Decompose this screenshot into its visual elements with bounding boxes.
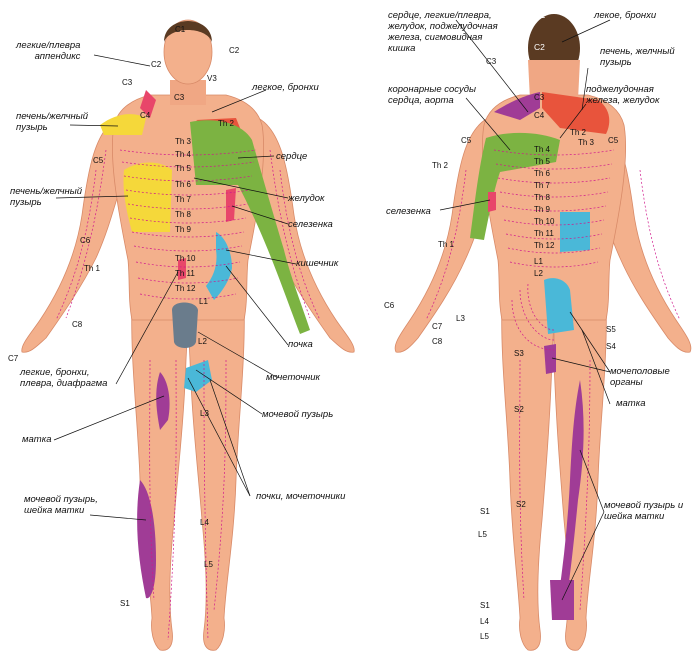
seg-back-l1: L1 <box>534 257 543 266</box>
label-uterus: матка <box>22 434 52 445</box>
label-left-lung-bronchi: лекое, бронхи <box>594 10 657 21</box>
seg-back-c7: C7 <box>432 322 443 331</box>
label-spleen-back: селезенка <box>386 206 431 217</box>
seg-back-s2-lower: S2 <box>516 500 526 509</box>
seg-back-l5-upper: L5 <box>478 530 487 539</box>
seg-back-s1-lower: S1 <box>480 601 490 610</box>
seg-back-l3: L3 <box>456 314 465 323</box>
seg-front-th2-right: Th 2 <box>218 119 235 128</box>
seg-back-c5-right: C5 <box>608 136 619 145</box>
seg-back-th1: Th 1 <box>438 240 455 249</box>
seg-back-s3: S3 <box>514 349 524 358</box>
label-lungs-diaphragm: легкие, бронхи,плевра, диафрагма <box>20 367 108 389</box>
seg-front-l1: L1 <box>199 297 208 306</box>
seg-back-th10: Th 10 <box>534 217 555 226</box>
seg-back-s2-upper: S2 <box>514 405 524 414</box>
seg-back-c6: C6 <box>384 301 395 310</box>
seg-front-th7: Th 7 <box>175 195 192 204</box>
seg-front-th1: Th 1 <box>84 264 101 273</box>
seg-front-th6: Th 6 <box>175 180 192 189</box>
seg-back-s4: S4 <box>606 342 616 351</box>
label-heart: сердце <box>276 151 308 162</box>
seg-back-s5: S5 <box>606 325 616 334</box>
seg-front-c8: C8 <box>72 320 83 329</box>
seg-back-c8: C8 <box>432 337 443 346</box>
seg-back-th6: Th 6 <box>534 169 551 178</box>
seg-back-l2: L2 <box>534 269 543 278</box>
seg-front-c3: C3 <box>174 93 185 102</box>
seg-back-th8: Th 8 <box>534 193 551 202</box>
seg-front-c2-left: C2 <box>151 60 162 69</box>
seg-front-c3-left: C3 <box>122 78 133 87</box>
seg-back-th7: Th 7 <box>534 181 551 190</box>
seg-front-th9: Th 9 <box>175 225 192 234</box>
seg-front-l2: L2 <box>198 337 207 346</box>
seg-back-th11: Th 11 <box>534 229 554 238</box>
seg-front-c2-right: C2 <box>229 46 240 55</box>
seg-front-s1: S1 <box>120 599 130 608</box>
label-bladder-cervix-front: мочевой пузырь,шейка матки <box>24 494 98 516</box>
seg-back-l4: L4 <box>480 617 489 626</box>
seg-front-th12: Th 12 <box>175 284 196 293</box>
seg-back-th4: Th 4 <box>534 145 551 154</box>
label-spleen: селезенка <box>288 219 333 230</box>
seg-front-c6: C6 <box>80 236 91 245</box>
seg-front-c4: C4 <box>140 111 151 120</box>
label-kidney: почка <box>288 339 313 350</box>
seg-back-th2-right: Th 2 <box>570 128 587 137</box>
seg-front-c1: C1 <box>175 25 186 34</box>
seg-front-c7: C7 <box>8 354 19 363</box>
seg-back-th3: Th 3 <box>578 138 595 147</box>
seg-back-c4: C4 <box>534 111 545 120</box>
front-figure <box>21 19 355 651</box>
label-stomach: желудок <box>288 193 325 204</box>
seg-back-c3-left: C3 <box>486 57 497 66</box>
seg-back-th9: Th 9 <box>534 205 551 214</box>
back-figure <box>394 14 692 651</box>
seg-front-th5: Th 5 <box>175 164 192 173</box>
label-ureter: мочеточник <box>266 372 321 383</box>
label-uterus-back: матка <box>616 398 646 409</box>
seg-front-th8: Th 8 <box>175 210 192 219</box>
seg-back-th5: Th 5 <box>534 157 551 166</box>
seg-back-c5-left: C5 <box>461 136 472 145</box>
seg-back-c2: C2 <box>534 42 545 52</box>
seg-back-th2-left: Th 2 <box>432 161 449 170</box>
label-bladder: мочевой пузырь <box>262 409 334 420</box>
seg-back-l5: L5 <box>480 632 489 641</box>
label-kidneys-ureters: почки, мочеточники <box>256 491 346 502</box>
leader-lines <box>53 19 611 601</box>
seg-back-c3: C3 <box>534 93 545 102</box>
seg-back-s1-upper: S1 <box>480 507 490 516</box>
seg-front-l4: L4 <box>200 518 209 527</box>
seg-front-l3: L3 <box>200 409 209 418</box>
seg-front-v3: V3 <box>207 74 217 83</box>
seg-front-th3: Th 3 <box>175 137 192 146</box>
label-multi-organs: сердце, легкие/плевра,желудок, поджелудо… <box>388 10 498 54</box>
seg-front-th4: Th 4 <box>175 150 192 159</box>
seg-front-l5: L5 <box>204 560 213 569</box>
seg-front-th11: Th 11 <box>175 269 195 278</box>
seg-back-v1: V1 <box>535 10 546 20</box>
label-lung-bronchi: легкое, бронхи <box>252 82 319 93</box>
label-intestine: кишечник <box>296 258 339 269</box>
seg-back-th12: Th 12 <box>534 241 555 250</box>
seg-front-c5: C5 <box>93 156 104 165</box>
seg-front-th10: Th 10 <box>175 254 196 263</box>
